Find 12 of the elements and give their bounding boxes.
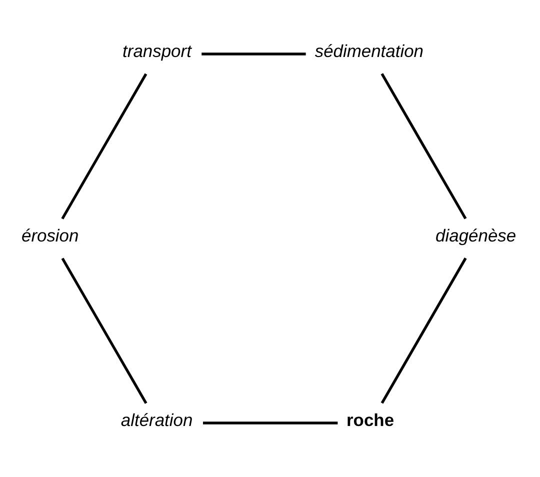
node-text: transport (122, 41, 192, 62)
connector (61, 73, 148, 220)
connector (203, 422, 338, 424)
connector (61, 258, 148, 404)
node-text: érosion (21, 226, 79, 246)
node-text: sédimentation (314, 41, 424, 62)
node-text: altération (120, 410, 193, 430)
node-text: diagénèse (436, 226, 516, 246)
connector (380, 73, 467, 220)
node-text: roche (346, 410, 394, 430)
connector (202, 52, 306, 56)
connector (380, 258, 467, 404)
